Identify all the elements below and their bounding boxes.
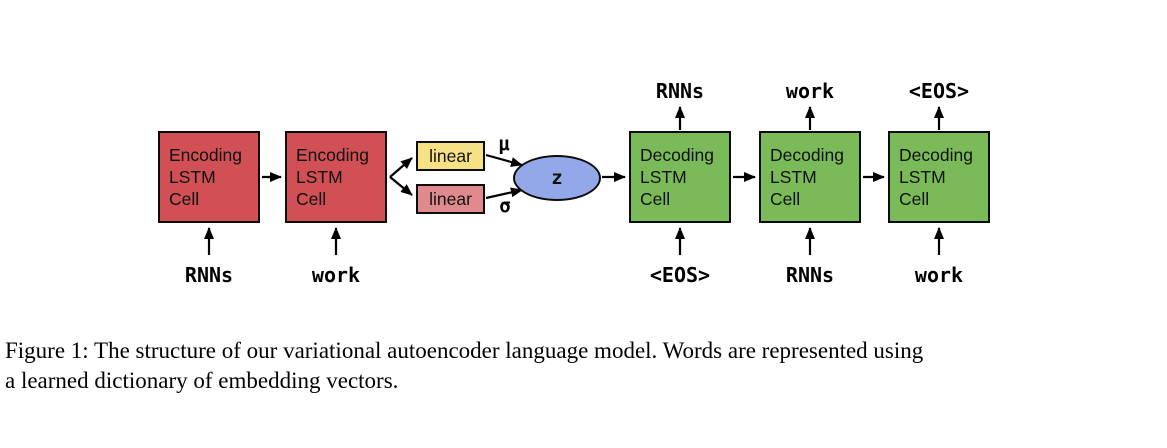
caption-line-2: a learned dictionary of embedding vector…: [5, 368, 399, 393]
input-word-dec1: <EOS>: [649, 263, 711, 287]
linear-mu-box: linear: [416, 141, 485, 171]
linear-mu-label: linear: [429, 145, 472, 166]
decoding-cell-3: Decoding LSTM Cell: [888, 131, 990, 223]
arrow-mu-to-z: [485, 153, 523, 167]
figure-caption: Figure 1: The structure of our variation…: [5, 336, 1155, 396]
mu-symbol: μ: [498, 133, 510, 155]
decoding-cell-1: Decoding LSTM Cell: [629, 131, 731, 223]
linear-sigma-box: linear: [416, 184, 485, 214]
encoding-cell-2-label: Encoding LSTM Cell: [296, 145, 369, 209]
input-word-enc2: work: [311, 263, 361, 287]
input-word-enc1: RNNs: [184, 263, 234, 287]
sigma-symbol: σ: [499, 195, 511, 217]
encoding-cell-2: Encoding LSTM Cell: [285, 131, 387, 223]
latent-z-label: z: [551, 167, 563, 189]
decoding-cell-2: Decoding LSTM Cell: [759, 131, 861, 223]
decoding-cell-2-label: Decoding LSTM Cell: [770, 145, 844, 209]
output-word-dec3: <EOS>: [908, 79, 970, 103]
encoding-cell-1: Encoding LSTM Cell: [158, 131, 260, 223]
caption-line-1: Figure 1: The structure of our variation…: [5, 338, 924, 363]
input-word-dec2: RNNs: [785, 263, 835, 287]
output-word-dec2: work: [785, 79, 835, 103]
arrow-sigma-to-z: [485, 187, 523, 200]
latent-z-node: z: [513, 155, 601, 201]
output-word-dec1: RNNs: [655, 79, 705, 103]
decoding-cell-3-label: Decoding LSTM Cell: [899, 145, 973, 209]
arrow-enc2-to-linear-mu: [389, 157, 413, 178]
linear-sigma-label: linear: [429, 188, 472, 209]
decoding-cell-1-label: Decoding LSTM Cell: [640, 145, 714, 209]
input-word-dec3: work: [914, 263, 964, 287]
arrow-enc2-to-linear-sigma: [389, 176, 413, 196]
encoding-cell-1-label: Encoding LSTM Cell: [169, 145, 242, 209]
